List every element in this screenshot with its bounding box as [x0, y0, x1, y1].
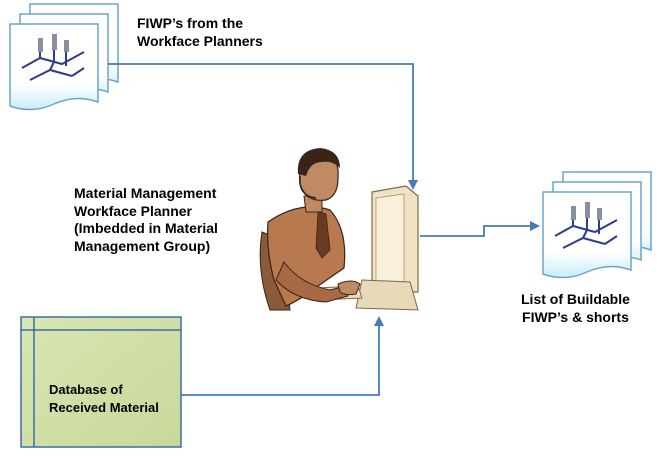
source-documents-label-line: Workface Planners [137, 33, 263, 49]
arrow-source-to-planner [108, 63, 418, 190]
source-document-stack-icon [9, 3, 119, 111]
planner-label: Material Management Workface Planner (Im… [74, 185, 218, 255]
database-label-line: Database of [49, 382, 123, 397]
planner-label-line: (Imbedded in Material [74, 220, 218, 236]
output-documents-label-line: FIWP’s & shorts [522, 309, 629, 325]
planner-label-line: Workface Planner [74, 202, 193, 219]
arrow-planner-to-output [420, 221, 540, 237]
output-document-stack-icon [542, 171, 652, 279]
arrow-database-to-planner [181, 316, 384, 396]
database-label: Database of Received Material [49, 381, 159, 417]
source-documents-label-line: FIWP’s from the [137, 15, 244, 31]
planner-label-line: Management Group) [74, 237, 211, 254]
database-label-line: Received Material [49, 400, 159, 415]
output-documents-label: List of Buildable FIWP’s & shorts [521, 290, 630, 326]
person-at-computer-icon [259, 148, 419, 311]
database-table-icon [20, 316, 182, 448]
source-documents-label: FIWP’s from the Workface Planners [137, 14, 263, 50]
output-documents-label-line: List of Buildable [521, 291, 630, 307]
planner-label-line: Material Management [74, 185, 217, 201]
